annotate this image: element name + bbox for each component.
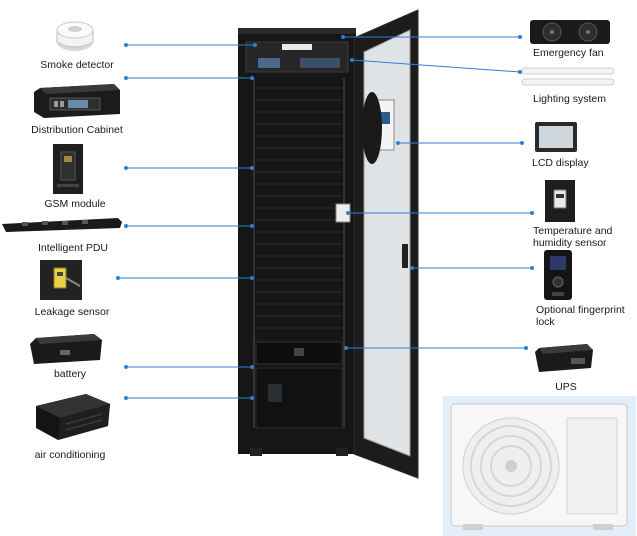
leakage-sensor-icon [40,260,82,300]
air-conditioning-icon [36,394,110,440]
label-fingerprint-lock: Optional fingerprint lock [536,304,625,328]
distribution-cabinet-icon [34,84,120,118]
leader-fingerprint-lock [410,266,534,270]
pdu-icon [2,218,122,232]
label-lighting-system: Lighting system [533,93,606,105]
label-emergency-fan: Emergency fan [533,47,604,59]
temperature-humidity-sensor-icon [545,180,575,222]
outdoor-ac-unit-icon [443,396,636,536]
leader-distribution-cabinet [124,76,254,80]
label-lcd-display: LCD display [532,157,589,169]
lighting-tube-icon [521,67,615,86]
leader-gsm-module [124,166,254,170]
lcd-display-icon [535,122,577,152]
leader-smoke-detector [124,43,257,47]
label-intelligent-pdu: Intelligent PDU [37,242,109,254]
leader-emergency-fan [341,35,522,39]
fingerprint-lock-icon [544,250,572,300]
leader-intelligent-pdu [124,224,254,228]
leader-leakage-sensor [116,276,254,280]
label-temperature-humidity-sensor: Temperature and humidity sensor [533,225,613,249]
label-leakage-sensor: Leakage sensor [34,306,110,318]
label-ups: UPS [555,381,577,393]
label-gsm-module: GSM module [44,198,106,210]
battery-icon [30,334,102,364]
gsm-module-icon [53,144,83,194]
leader-lcd-display [396,141,524,145]
cabinet-illustration [238,9,419,479]
leader-battery [124,365,254,369]
smoke-detector-icon [56,21,94,51]
leader-lighting-system [350,58,522,74]
leader-ups [344,346,528,350]
label-air-conditioning: air conditioning [34,449,106,461]
label-distribution-cabinet: Distribution Cabinet [31,124,123,136]
label-smoke-detector: Smoke detector [40,59,114,71]
ups-icon [535,344,593,372]
leader-temperature-humidity-sensor [346,211,534,215]
fan-icon [530,20,610,44]
label-battery: battery [53,368,87,380]
leader-air-conditioning [124,396,254,400]
